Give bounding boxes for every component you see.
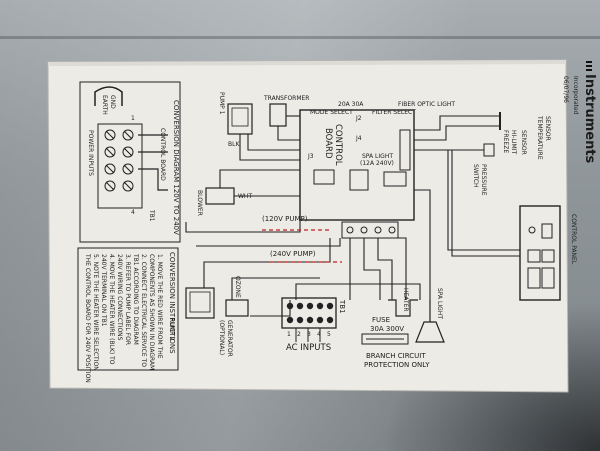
tb1-terminal-number: 4 xyxy=(317,331,321,338)
tb1-small-label: TB1 xyxy=(148,209,155,222)
instruction-line: 4. MOVE THE HEATER WIRE (BLK) TO xyxy=(108,254,115,365)
tb1-terminal-number: 1 xyxy=(287,331,291,338)
instruction-line: 1. MOVE THE RED WIRE FROM THE xyxy=(156,254,163,359)
control-board-label: BOARD xyxy=(323,128,333,159)
j2-label: J2 xyxy=(355,115,362,122)
brand-logo-icon xyxy=(586,61,592,71)
metal-panel-crease xyxy=(0,36,600,39)
instruction-line: COMPONENTS AS SHOWN IN DIAGRAM xyxy=(148,254,155,370)
spa-light-volt-label: (12A 240V) xyxy=(360,160,394,167)
control-board: CONTROL BOARD 20A 30A MODE SELECT FILTER… xyxy=(299,101,455,239)
spa-light-label: SPA LIGHT xyxy=(436,288,443,319)
spa-light-small-label: SPA LIGHT xyxy=(362,153,393,160)
fuse-rating-label: 30A 300V xyxy=(370,325,404,333)
heater: HEATER xyxy=(388,288,418,317)
instruction-line: 5. NOTE THE HEATER WIRE SELECTION xyxy=(92,254,99,371)
conversion-diagram-title: CONVERSION DIAGRAM 120V TO 240V xyxy=(172,100,180,235)
transformer-label: TRANSFORMER xyxy=(263,95,309,102)
instruction-line: 240V WIRING CONNECTIONS xyxy=(116,254,123,341)
brand-name: Instruments xyxy=(582,74,597,164)
header-connector xyxy=(399,129,411,171)
pump1-label: PUMP 1 xyxy=(218,92,225,115)
main-wiring xyxy=(185,115,520,317)
relay xyxy=(313,169,335,185)
ozone-label: GENERATOR xyxy=(226,320,233,357)
relay xyxy=(349,169,369,191)
pressure-switch-body xyxy=(483,143,495,157)
ozone-generator: OZONE GENERATOR (OPTIONAL) xyxy=(218,276,249,357)
filter-select-label: FILTER SELECT xyxy=(372,109,416,116)
instruction-line: 2. CONNECT ELECTRICAL SERVICE TO xyxy=(140,254,147,367)
earth-gnd-label: EARTH xyxy=(101,95,108,115)
conv-terminal-label: 4 xyxy=(131,209,135,216)
tb1-terminal-number: 3 xyxy=(307,331,311,338)
relay xyxy=(383,171,407,187)
hi-limit-label: HI-LIMIT xyxy=(510,130,517,155)
fuse-box: FUSE 30A 300V BRANCH CIRCUIT PROTECTION … xyxy=(361,316,430,369)
brand-date: 06/07/96 xyxy=(562,76,569,103)
tb1-terminal-number: 2 xyxy=(297,331,301,338)
control-board-small-label: CONTROL BOARD xyxy=(159,128,166,181)
earth-gnd-label: GND xyxy=(109,95,116,109)
j3-label: J3 xyxy=(307,153,314,160)
blower-label: BLOWER xyxy=(196,190,203,216)
relay-contacts xyxy=(346,226,396,234)
tb1-terminal-number: 5 xyxy=(327,331,331,338)
brand-block: Instruments Incorporated 06/07/96 xyxy=(562,61,597,164)
brand-sub: Incorporated xyxy=(572,76,579,115)
temperature-label: TEMPERATURE xyxy=(536,115,543,160)
pump2-label: PUMP 2 xyxy=(168,318,175,341)
conversion-instructions-box: CONVERSION INSTRUCTIONS 1. MOVE THE RED … xyxy=(77,247,179,383)
freeze-label: FREEZE xyxy=(502,130,509,153)
branch-protection-label: PROTECTION ONLY xyxy=(364,361,430,369)
mode-select-label: MODE SELECT xyxy=(310,109,353,116)
switch-label: SWITCH xyxy=(472,164,479,188)
conv-terminal-label: 1 xyxy=(131,115,135,122)
pump-240v-label: (240V PUMP) xyxy=(270,250,316,258)
conversion-instructions-title: CONVERSION INSTRUCTIONS xyxy=(168,252,176,354)
spa-light: SPA LIGHT xyxy=(415,288,445,343)
tb1-terminal-block: TB1 1 2 3 4 5 xyxy=(281,297,346,342)
ozone-label: OZONE xyxy=(234,276,241,298)
earth-ground-loop xyxy=(94,86,123,106)
pressure-label: PRESSURE xyxy=(480,164,487,196)
control-panel: CONTROL PANEL xyxy=(519,205,577,301)
control-board-label: CONTROL xyxy=(333,124,343,166)
control-panel-label: CONTROL PANEL xyxy=(570,214,577,265)
pump2: PUMP 2 xyxy=(168,287,215,341)
j4-label: J4 xyxy=(355,135,362,142)
conversion-terminal-block xyxy=(97,123,143,209)
instruction-line: 240V TERMINAL ON TB1 xyxy=(100,254,107,327)
tb1-screws xyxy=(286,302,334,324)
instruction-line: THE CONTROL BOARD FOR 240V POSITION xyxy=(84,253,91,383)
branch-circuit-label: BRANCH CIRCUIT xyxy=(366,352,426,360)
tb1-label: TB1 xyxy=(338,299,346,314)
sensors: SENSOR TEMPERATURE HI-LIMIT FREEZE SENSO… xyxy=(452,112,551,196)
conversion-wires xyxy=(138,134,168,191)
pump1-wire-label: BLK xyxy=(228,141,240,148)
ac-inputs-label: AC INPUTS xyxy=(286,343,331,353)
heater-label: HEATER xyxy=(402,288,409,312)
instruction-line: 3. REFER TO PUMP LABEL FOR xyxy=(124,254,131,345)
conversion-diagram-box: CONVERSION DIAGRAM 120V TO 240V 1 4 EART… xyxy=(79,81,181,243)
amps-label: 20A 30A xyxy=(338,101,364,108)
instruction-line: TB1 ACCORDING TO DIAGRAM xyxy=(132,253,139,345)
power-inputs-label: POWER INPUTS xyxy=(87,130,94,176)
sensor-temp-label: SENSOR xyxy=(544,116,551,141)
pump-120v-label: (120V PUMP) xyxy=(262,215,308,223)
conversion-jumpers xyxy=(262,229,342,263)
sensor-2-label: SENSOR xyxy=(520,130,527,155)
fuse-label: FUSE xyxy=(372,316,390,324)
heater-relay-block xyxy=(341,221,399,239)
conversion-terminals xyxy=(104,129,134,192)
ozone-label: (OPTIONAL) xyxy=(218,320,225,355)
fiber-optic-label: FIBER OPTIC LIGHT xyxy=(398,101,455,108)
